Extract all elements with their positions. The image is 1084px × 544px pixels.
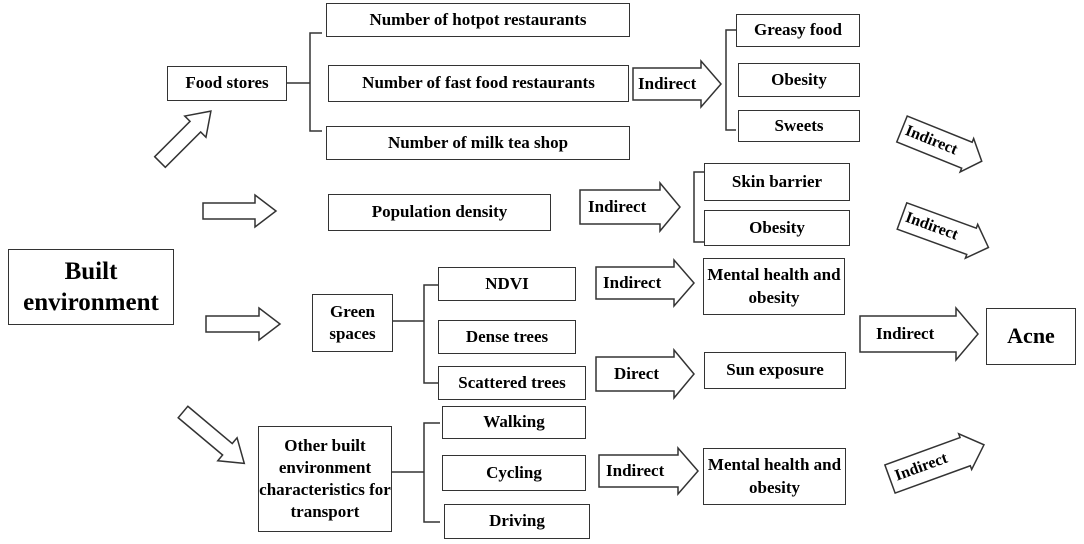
walking-box: Walking — [442, 406, 586, 439]
obesity-food-box: Obesity — [738, 63, 860, 97]
indirect-arrow-ndvi: Indirect — [595, 257, 695, 309]
green-spaces-box: Green spaces — [312, 294, 393, 352]
green-spaces-bracket — [393, 284, 438, 384]
dense-trees-box: Dense trees — [438, 320, 576, 354]
built-environment-box: Built environment — [8, 249, 174, 325]
food-stores-bracket — [287, 32, 322, 132]
sweets-box: Sweets — [738, 110, 860, 142]
indirect-arrow-from-food-to-acne: Indirect — [895, 112, 988, 178]
arrow-to-food-stores — [149, 100, 221, 172]
indirect-arrow-to-acne-main: Indirect — [859, 305, 979, 363]
ndvi-box: NDVI — [438, 267, 576, 301]
indirect-label-acne-main: Indirect — [876, 324, 935, 343]
arrow-to-transport — [173, 401, 254, 475]
population-outcomes-bracket — [693, 171, 704, 243]
acne-box: Acne — [986, 308, 1076, 365]
cycling-box: Cycling — [442, 455, 586, 491]
indirect-arrow-population: Indirect — [579, 180, 681, 234]
indirect-arrow-food: Indirect — [632, 58, 722, 110]
driving-box: Driving — [444, 504, 590, 539]
transport-box: Other built environment characteristics … — [258, 426, 392, 532]
scattered-trees-box: Scattered trees — [438, 366, 586, 400]
food-stores-box: Food stores — [167, 66, 287, 101]
mental-health-obesity-green-box: Mental health and obesity — [703, 258, 845, 315]
transport-bracket — [392, 422, 440, 523]
mental-health-obesity-transport-box: Mental health and obesity — [703, 448, 846, 505]
indirect-label-ndvi: Indirect — [603, 273, 662, 292]
hotpot-restaurants-box: Number of hotpot restaurants — [326, 3, 630, 37]
sun-exposure-box: Sun exposure — [704, 352, 846, 389]
milk-tea-shop-box: Number of milk tea shop — [326, 126, 630, 160]
indirect-label-transport: Indirect — [606, 461, 665, 480]
indirect-label-food: Indirect — [638, 74, 697, 93]
skin-barrier-box: Skin barrier — [704, 163, 850, 201]
indirect-arrow-from-population-to-acne: Indirect — [896, 199, 995, 264]
obesity-population-box: Obesity — [704, 210, 850, 246]
indirect-arrow-from-transport-to-acne: Indirect — [883, 427, 991, 497]
food-outcomes-bracket — [725, 29, 736, 131]
greasy-food-box: Greasy food — [736, 14, 860, 47]
direct-label-scattered-trees: Direct — [614, 364, 659, 383]
arrow-to-population-density — [202, 193, 278, 229]
population-density-box: Population density — [328, 194, 551, 231]
fast-food-restaurants-box: Number of fast food restaurants — [328, 65, 629, 102]
arrow-to-green-spaces — [205, 306, 282, 342]
indirect-arrow-transport: Indirect — [598, 445, 699, 497]
direct-arrow-scattered-trees: Direct — [595, 347, 695, 401]
indirect-label-population: Indirect — [588, 197, 647, 216]
